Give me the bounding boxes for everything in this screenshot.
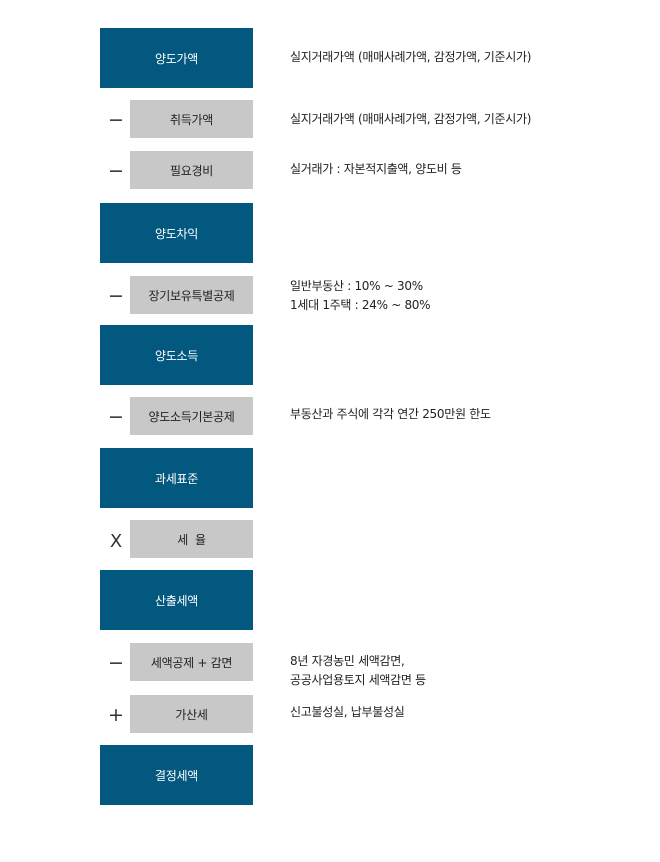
- box-label: 양도차익: [155, 226, 198, 241]
- box-label: 과세표준: [155, 471, 198, 486]
- result-box-tax-base: 과세표준: [100, 448, 253, 508]
- description-necessary-expenses: 실거래가 : 자본적지출액, 양도비 등: [290, 160, 462, 179]
- deduction-box-tax-credit: 세액공제 + 감면: [130, 643, 253, 681]
- description-long-term-holding: 일반부동산 : 10% ~ 30% 1세대 1주택 : 24% ~ 80%: [290, 277, 431, 315]
- result-box-calculated-tax: 산출세액: [100, 570, 253, 630]
- box-label: 장기보유특별공제: [148, 288, 235, 303]
- deduction-box-acquisition-price: 취득가액: [130, 100, 253, 138]
- minus-operator: −: [108, 109, 124, 131]
- description-transfer-price: 실지거래가액 (매매사례가액, 감정가액, 기준시가): [290, 48, 531, 67]
- box-label: 양도소득기본공제: [148, 409, 235, 424]
- box-label: 세액공제 + 감면: [150, 655, 233, 670]
- description-line: 신고불성실, 납부불성실: [290, 705, 405, 719]
- description-line: 실거래가 : 자본적지출액, 양도비 등: [290, 162, 462, 176]
- result-box-determined-tax: 결정세액: [100, 745, 253, 805]
- box-label: 필요경비: [170, 163, 213, 178]
- plus-operator: +: [108, 704, 124, 726]
- description-acquisition-price: 실지거래가액 (매매사례가액, 감정가액, 기준시가): [290, 110, 531, 129]
- box-label: 양도가액: [155, 51, 198, 66]
- box-label: 산출세액: [155, 593, 198, 608]
- description-basic-deduction: 부동산과 주식에 각각 연간 250만원 한도: [290, 405, 491, 424]
- description-line: 부동산과 주식에 각각 연간 250만원 한도: [290, 407, 491, 421]
- box-label: 결정세액: [155, 768, 198, 783]
- deduction-box-long-term-holding: 장기보유특별공제: [130, 276, 253, 314]
- minus-operator: −: [108, 160, 124, 182]
- deduction-box-necessary-expenses: 필요경비: [130, 151, 253, 189]
- result-box-transfer-gain: 양도차익: [100, 203, 253, 263]
- description-line: 실지거래가액 (매매사례가액, 감정가액, 기준시가): [290, 112, 532, 126]
- deduction-box-penalty-tax: 가산세: [130, 695, 253, 733]
- minus-operator: −: [108, 652, 124, 674]
- description-line: 실지거래가액 (매매사례가액, 감정가액, 기준시가): [290, 50, 532, 64]
- box-label: 세 율: [177, 532, 206, 547]
- description-penalty-tax: 신고불성실, 납부불성실: [290, 703, 405, 722]
- description-tax-credit: 8년 자경농민 세액감면, 공공사업용토지 세액감면 등: [290, 652, 426, 690]
- box-label: 양도소득: [155, 348, 198, 363]
- description-line: 공공사업용토지 세액감면 등: [290, 673, 426, 687]
- minus-operator: −: [108, 285, 124, 307]
- minus-operator: −: [108, 406, 124, 428]
- box-label: 가산세: [175, 707, 208, 722]
- description-line: 1세대 1주택 : 24% ~ 80%: [290, 298, 431, 312]
- multiply-operator: X: [109, 531, 123, 552]
- result-box-transfer-price: 양도가액: [100, 28, 253, 88]
- description-line: 8년 자경농민 세액감면,: [290, 654, 405, 668]
- description-line: 일반부동산 : 10% ~ 30%: [290, 279, 423, 293]
- box-label: 취득가액: [170, 112, 213, 127]
- result-box-transfer-income: 양도소득: [100, 325, 253, 385]
- deduction-box-tax-rate: 세 율: [130, 520, 253, 558]
- deduction-box-basic-deduction: 양도소득기본공제: [130, 397, 253, 435]
